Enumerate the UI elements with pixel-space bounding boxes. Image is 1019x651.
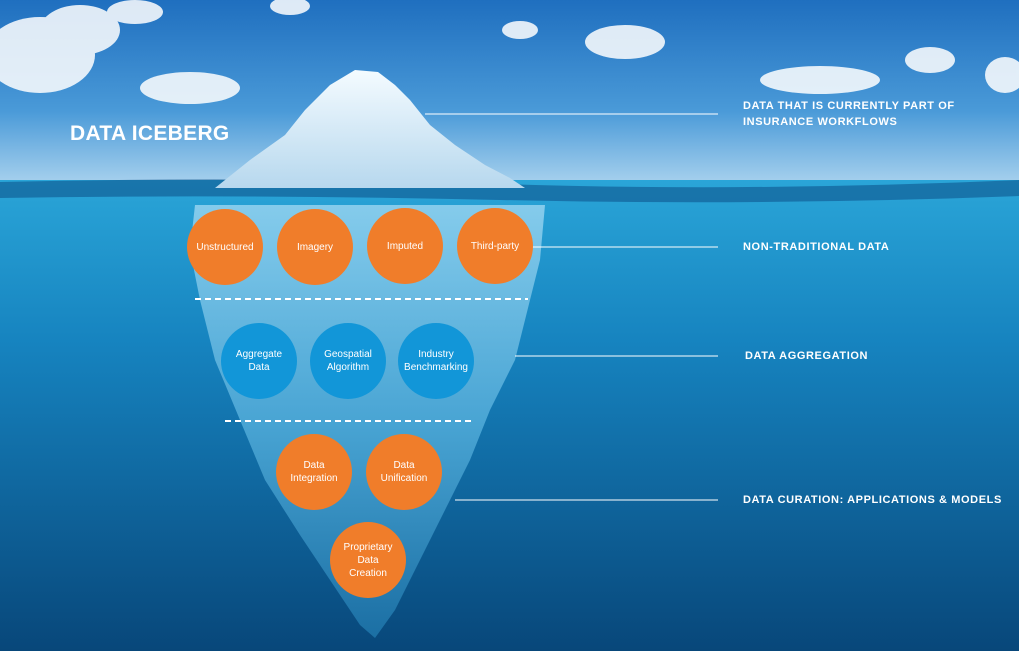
circle-label: Data	[248, 362, 270, 373]
clouds	[0, 0, 1019, 104]
circle-industry-benchmarking: Industry Benchmarking	[398, 323, 474, 399]
circle-label: Industry	[418, 349, 454, 360]
circle-aggregate-data: Aggregate Data	[221, 323, 297, 399]
circle-label: Data Unification	[380, 460, 428, 484]
connector-lines	[425, 113, 718, 501]
circle-label: Benchmarking	[404, 362, 468, 373]
circle-label: Imputed	[386, 240, 424, 252]
iceberg-tip	[215, 70, 525, 188]
circle-proprietary-data-creation: Proprietary Data Creation	[330, 522, 406, 598]
circle-label: Geospatial	[324, 349, 372, 360]
circle-label: Aggregate	[235, 349, 283, 360]
circle-label: Unstructured	[196, 241, 254, 253]
layer-label-non-traditional: NON-TRADITIONAL DATA	[743, 239, 889, 255]
circle-label: Data Integration	[290, 460, 338, 484]
diagram-title: DATA ICEBERG	[70, 122, 230, 145]
layer-label-curation: DATA CURATION: APPLICATIONS & MODELS	[743, 492, 1002, 508]
circle-label: Third-party	[470, 240, 520, 252]
circle-label: Imagery	[296, 241, 334, 253]
layer-label-line: DATA CURATION: APPLICATIONS & MODELS	[743, 494, 1002, 506]
circle-unstructured: Unstructured	[187, 209, 263, 285]
layer-dividers	[195, 298, 528, 422]
circle-third-party: Third-party	[457, 208, 533, 284]
circle-label: Algorithm	[326, 362, 370, 373]
layer-label-workflows: DATA THAT IS CURRENTLY PART OF INSURANCE…	[743, 98, 955, 130]
layer-label-line: DATA THAT IS CURRENTLY PART OF	[743, 100, 955, 112]
circle-geospatial-algorithm: Geospatial Algorithm	[310, 323, 386, 399]
circle-label: Proprietary Data	[343, 541, 393, 566]
circle-label: Creation	[349, 567, 387, 579]
layer-label-line: NON-TRADITIONAL DATA	[743, 241, 890, 253]
circle-imagery: Imagery	[277, 209, 353, 285]
layer-label-line: DATA AGGREGATION	[745, 350, 869, 362]
circle-data-unification: Data Unification	[366, 434, 442, 510]
layer-label-aggregation: DATA AGGREGATION	[745, 348, 868, 364]
circle-data-integration: Data Integration	[276, 434, 352, 510]
layer-label-line: INSURANCE WORKFLOWS	[743, 116, 898, 128]
circle-imputed: Imputed	[367, 208, 443, 284]
